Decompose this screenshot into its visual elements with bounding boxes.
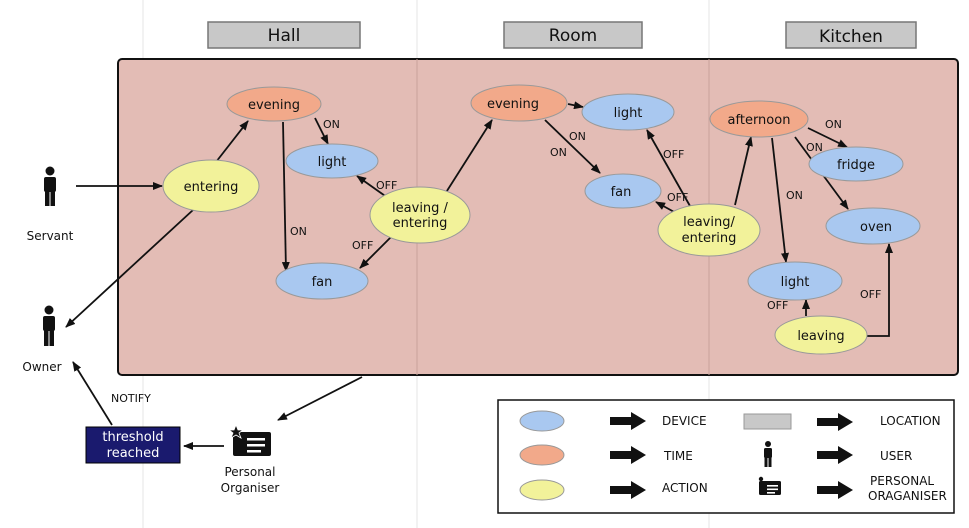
label-notify: NOTIFY: [111, 392, 151, 405]
edge-panel-organiser: [277, 376, 363, 421]
legend-time-swatch: [519, 444, 565, 466]
edge-leaving-light: [356, 175, 389, 199]
node-kitchen-leaving: leaving: [774, 315, 868, 355]
threshold-reached-box: threshold reached: [85, 426, 181, 464]
edge-room-leaving-fan: [655, 201, 677, 214]
legend-time-label: TIME: [663, 449, 693, 463]
svg-text:reached: reached: [107, 446, 160, 461]
arrow-icon: [817, 481, 853, 499]
svg-text:fridge: fridge: [837, 158, 875, 173]
edge-leaving-oven: [865, 243, 893, 337]
svg-text:entering: entering: [393, 216, 448, 231]
svg-text:afternoon: afternoon: [728, 113, 791, 128]
node-room-leaving-entering: leaving/ entering: [657, 203, 761, 257]
svg-text:leaving/: leaving/: [683, 215, 735, 230]
legend-location-label: LOCATION: [880, 414, 941, 428]
edge-threshold-owner: [72, 361, 113, 426]
edge-room-evening-fan: [544, 119, 601, 174]
location-hall: Hall: [207, 21, 361, 49]
label-off: OFF: [352, 239, 373, 252]
legend-user-label: USER: [880, 449, 912, 463]
edge-afternoon-light: [771, 137, 789, 263]
svg-text:evening: evening: [487, 97, 539, 112]
label-off: OFF: [663, 148, 684, 161]
label-off: OFF: [860, 288, 881, 301]
organiser-label: Organiser: [221, 481, 280, 495]
edge-leaving-room-evening: [444, 119, 493, 195]
organiser-label: Personal: [224, 465, 275, 479]
node-kitchen-fridge: fridge: [808, 146, 904, 182]
label-on: ON: [786, 189, 803, 202]
edge-room-evening-light: [567, 101, 584, 110]
legend-organiser-label: PERSONAL: [870, 474, 934, 488]
owner-label: Owner: [22, 360, 61, 374]
owner-icon: [43, 305, 55, 346]
edge-room-leaving-light: [646, 129, 691, 207]
edge-afternoon-fridge: [807, 127, 848, 148]
svg-text:leaving: leaving: [797, 329, 844, 344]
legend-organiser-label: ORAGANISER: [868, 489, 947, 503]
edge-evening-fan: [281, 121, 290, 272]
label-off: OFF: [376, 179, 397, 192]
arrow-icon: [817, 413, 853, 431]
svg-text:light: light: [614, 106, 643, 121]
arrow-icon: [610, 446, 646, 464]
location-room-label: Room: [549, 26, 597, 46]
svg-text:fan: fan: [611, 185, 632, 200]
person-icon: [764, 441, 772, 467]
location-hall-label: Hall: [268, 26, 301, 46]
location-room: Room: [503, 21, 643, 49]
legend-location-swatch: [743, 413, 792, 430]
node-room-light: light: [581, 93, 675, 131]
label-on: ON: [806, 141, 823, 154]
servant-icon: [44, 166, 56, 206]
node-kitchen-oven: oven: [825, 207, 921, 245]
location-kitchen: Kitchen: [785, 21, 917, 49]
label-on: ON: [550, 146, 567, 159]
node-room-fan: fan: [584, 173, 662, 209]
node-hall-fan: fan: [275, 262, 369, 300]
servant-label: Servant: [27, 229, 74, 243]
node-hall-entering: entering: [162, 159, 260, 213]
svg-text:leaving /: leaving /: [392, 201, 449, 216]
location-kitchen-label: Kitchen: [819, 27, 883, 47]
node-kitchen-afternoon: afternoon: [709, 100, 809, 138]
label-on: ON: [825, 118, 842, 131]
svg-text:entering: entering: [682, 231, 737, 246]
label-off: OFF: [667, 191, 688, 204]
svg-text:evening: evening: [248, 98, 300, 113]
svg-text:threshold: threshold: [102, 430, 163, 445]
edge-evening-light: [314, 117, 329, 145]
edge-leaving-fan: [359, 235, 393, 269]
node-kitchen-light: light: [747, 261, 843, 301]
arrow-icon: [610, 481, 646, 499]
label-off: OFF: [767, 299, 788, 312]
legend-device-swatch: [519, 410, 565, 432]
svg-text:fan: fan: [312, 275, 333, 290]
arrow-icon: [817, 446, 853, 464]
svg-text:light: light: [781, 275, 810, 290]
node-hall-light: light: [285, 143, 379, 179]
personal-organiser-icon: [227, 423, 271, 456]
legend-action-label: ACTION: [662, 481, 708, 495]
node-hall-evening: evening: [226, 86, 322, 122]
legend-action-swatch: [519, 479, 565, 501]
label-on: ON: [290, 225, 307, 238]
svg-text:light: light: [318, 155, 347, 170]
edge-room-leaving-afternoon: [734, 136, 753, 206]
node-hall-leaving-entering: leaving / entering: [369, 186, 471, 244]
legend: DEVICE TIME ACTION LOCATION USER PERSONA…: [497, 399, 955, 514]
svg-text:oven: oven: [860, 220, 892, 235]
svg-text:entering: entering: [184, 180, 239, 195]
label-on: ON: [569, 130, 586, 143]
arrow-icon: [610, 412, 646, 430]
edge-entering-owner: [65, 209, 194, 328]
legend-device-label: DEVICE: [662, 414, 707, 428]
organiser-icon: [758, 476, 781, 495]
node-room-evening: evening: [470, 84, 568, 122]
edge-entering-evening: [215, 120, 249, 163]
label-on: ON: [323, 118, 340, 131]
